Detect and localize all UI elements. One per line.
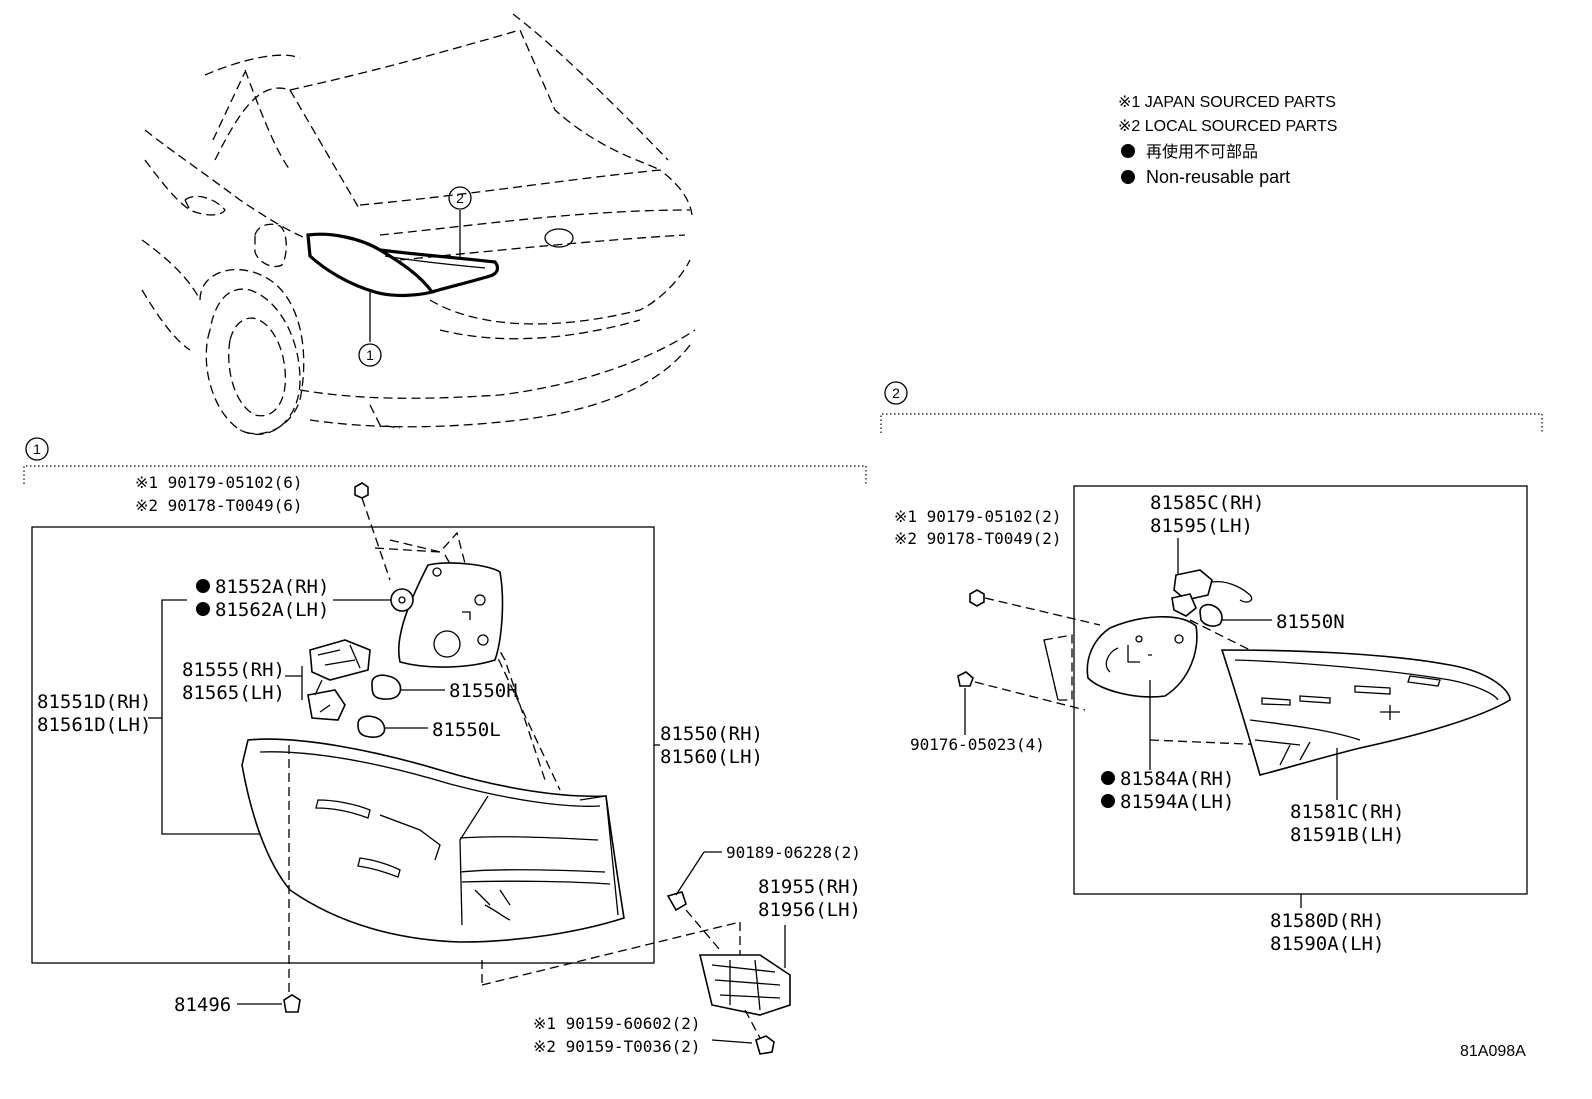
part-lens-rh-2: 81581C(RH) [1290, 801, 1404, 823]
part-bracket-lh: 81956(LH) [758, 899, 861, 921]
non-reusable-bullet-icon [1121, 170, 1135, 184]
bolt-icon [354, 482, 369, 499]
non-reusable-bullet-icon [1101, 794, 1115, 808]
part-nut-local-2: ※2 90178-T0049(2) [894, 529, 1062, 548]
part-gasket-lh: 81562A(LH) [215, 599, 329, 621]
part-socket-lh-2: 81595(LH) [1150, 515, 1253, 537]
part-lens-lh-2: 81591B(LH) [1290, 824, 1404, 846]
part-bolt-japan: ※1 90179-05102(6) [135, 473, 303, 492]
part-screw-2: 90176-05023(4) [910, 735, 1045, 754]
part-gasket-rh: 81552A(RH) [215, 576, 329, 598]
svg-text:2: 2 [456, 190, 464, 206]
screw-icon [957, 671, 974, 687]
bulb-n [1199, 603, 1223, 627]
section-2-inner-lamp: 2 ※1 90179-05102(2) ※2 90178-T0049(2) 90… [880, 381, 1543, 955]
non-reusable-bullet-icon [196, 579, 210, 593]
part-gasket-rh-2: 81584A(RH) [1120, 768, 1234, 790]
figure-code: 81A098A [1460, 1043, 1526, 1060]
section-1-outer-lamp: 1 ※1 90179-05102(6) ※2 90178-T0049(6) 81… [23, 437, 867, 1056]
non-reusable-bullet-icon [1101, 771, 1115, 785]
part-bulb-n: 81550N [1276, 611, 1345, 633]
part-lens-lh: 81561D(LH) [37, 714, 151, 736]
socket-wiring [309, 639, 371, 681]
gasket-outer-lamp [397, 562, 504, 668]
part-lamp-lh: 81560(LH) [660, 746, 763, 768]
screw-icon [666, 891, 687, 912]
overview-callout-1: 1 [358, 343, 382, 367]
overview-callout-2: 2 [448, 186, 472, 210]
part-nut-local: ※2 90159-T0036(2) [533, 1037, 701, 1056]
part-nut-japan: ※1 90159-60602(2) [533, 1014, 701, 1033]
legend: ※1 JAPAN SOURCED PARTS ※2 LOCAL SOURCED … [1118, 94, 1337, 187]
car-rear-illustration [141, 13, 696, 436]
part-bulb-h: 81550H [449, 680, 518, 702]
legend-local-sourced: ※2 LOCAL SOURCED PARTS [1118, 118, 1337, 135]
legend-non-reusable-en: Non-reusable part [1146, 167, 1290, 187]
bulb-h [371, 674, 402, 700]
part-lamp-lh-2: 81590A(LH) [1270, 933, 1384, 955]
socket-wiring-2 [1173, 569, 1213, 601]
part-socket-rh: 81555(RH) [182, 659, 285, 681]
part-lens-rh: 81551D(RH) [37, 691, 151, 713]
part-clip: 81496 [174, 994, 231, 1016]
legend-japan-sourced: ※1 JAPAN SOURCED PARTS [1118, 94, 1336, 111]
svg-text:2: 2 [892, 385, 900, 401]
part-socket-lh: 81565(LH) [182, 682, 285, 704]
part-socket-rh-2: 81585C(RH) [1150, 492, 1264, 514]
part-lamp-rh: 81550(RH) [660, 723, 763, 745]
nut-icon [969, 589, 985, 607]
part-bracket-rh: 81955(RH) [758, 876, 861, 898]
clip-icon [283, 994, 301, 1013]
part-screw: 90189-06228(2) [726, 843, 861, 862]
part-gasket-lh-2: 81594A(LH) [1120, 791, 1234, 813]
part-nut-japan-2: ※1 90179-05102(2) [894, 507, 1062, 526]
bracket-icon [698, 954, 791, 1016]
part-bolt-local: ※2 90178-T0049(6) [135, 496, 303, 515]
non-reusable-bullet-icon [1121, 144, 1135, 158]
part-bulb-l: 81550L [432, 719, 501, 741]
legend-non-reusable-jp: 再使用不可部品 [1146, 143, 1258, 161]
gasket-inner-lamp [1086, 616, 1198, 698]
bulb-l [357, 715, 386, 738]
non-reusable-bullet-icon [196, 602, 210, 616]
section-2-callout [884, 381, 908, 405]
svg-text:1: 1 [366, 347, 374, 363]
part-lamp-rh-2: 81580D(RH) [1270, 910, 1384, 932]
svg-text:1: 1 [33, 441, 41, 457]
section-1-callout [25, 437, 49, 461]
nut-icon [755, 1035, 775, 1055]
